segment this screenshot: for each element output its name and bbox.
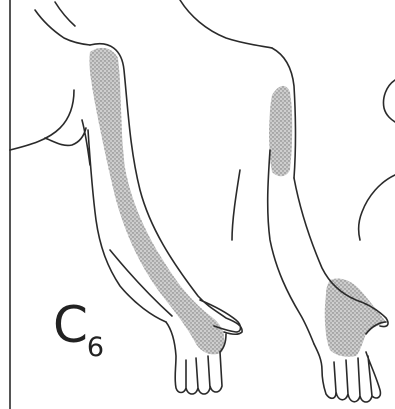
left-figure-pectoral-line <box>45 128 86 145</box>
far-right-partial-torso <box>359 175 395 240</box>
dermatome-label: C6 <box>53 296 103 354</box>
right-figure-inner-arm <box>268 150 314 344</box>
right-figure-neck-line <box>180 0 272 48</box>
left-figure-shoulder-line <box>55 2 75 26</box>
dermatome-label-letter: C <box>53 296 86 354</box>
left-figure-lateral-arm-shading <box>89 48 224 354</box>
left-figure-neck-line <box>35 10 90 45</box>
far-right-partial-figure <box>383 80 395 122</box>
right-figure-palm-shading <box>325 279 386 357</box>
dermatome-label-number: 6 <box>87 332 104 363</box>
left-figure-chest-line <box>10 90 74 150</box>
left-figure <box>10 2 242 394</box>
right-figure-upper-arm-shading <box>269 86 292 176</box>
right-figure-torso-line <box>232 170 240 240</box>
